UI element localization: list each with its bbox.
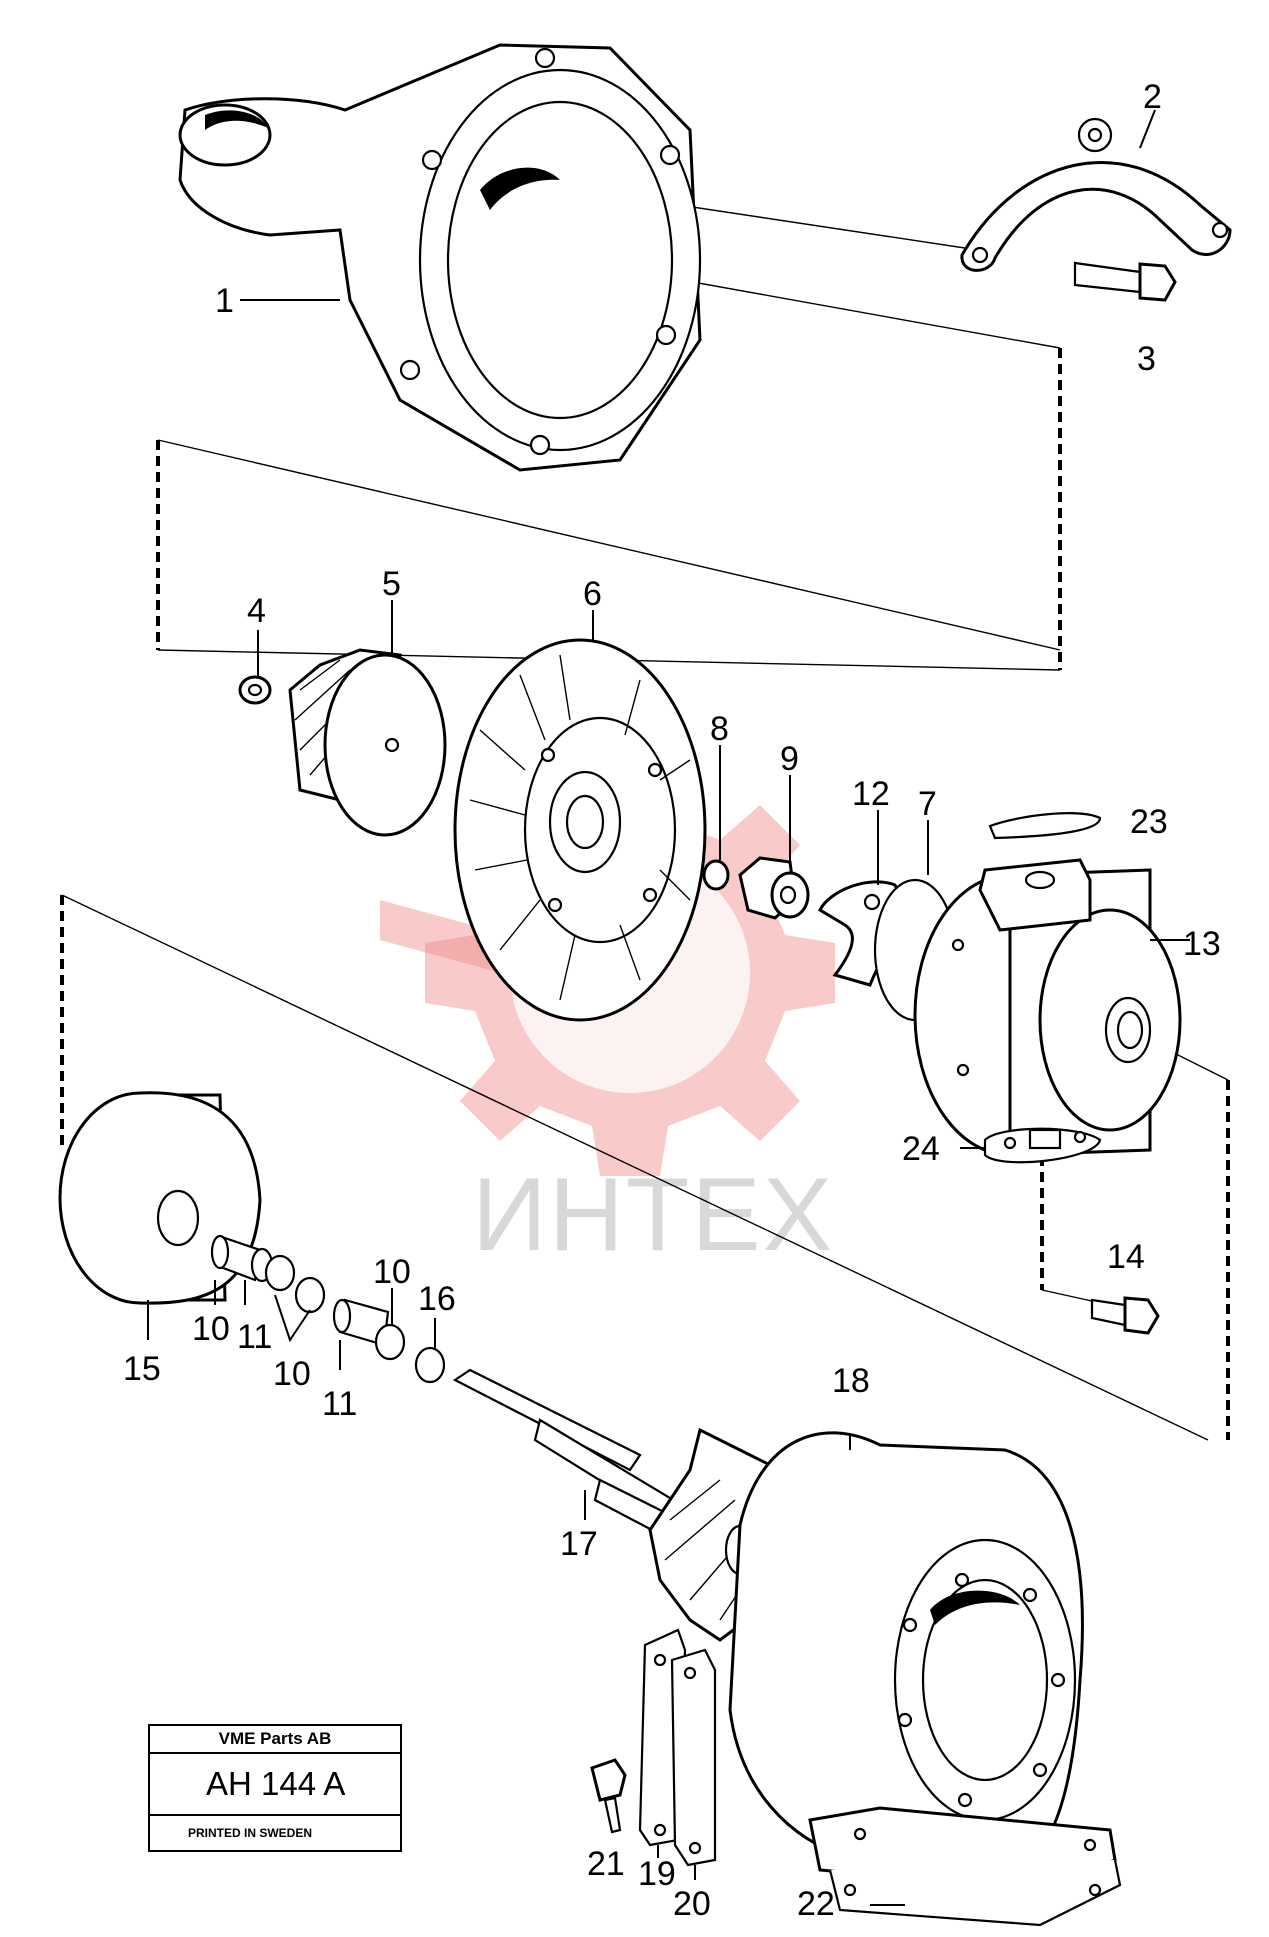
callout-10a: 10 bbox=[192, 1310, 230, 1348]
callout-2: 2 bbox=[1143, 78, 1162, 116]
bolt-14 bbox=[1090, 1296, 1160, 1335]
callout-9: 9 bbox=[780, 740, 799, 778]
gasket-23 bbox=[988, 812, 1102, 840]
compressor-housing bbox=[178, 43, 702, 472]
callout-14: 14 bbox=[1107, 1238, 1145, 1276]
turbine-housing bbox=[728, 1431, 1122, 1927]
callout-6: 6 bbox=[583, 575, 602, 613]
drawing-number: AH 144 A bbox=[150, 1754, 400, 1816]
callout-1: 1 bbox=[215, 282, 234, 320]
callout-21: 21 bbox=[587, 1845, 625, 1883]
heat-shield bbox=[58, 1091, 262, 1305]
callout-24: 24 bbox=[902, 1130, 940, 1168]
callout-10c: 10 bbox=[373, 1253, 411, 1291]
title-block: VME Parts AB AH 144 A PRINTED IN SWEDEN bbox=[148, 1724, 402, 1852]
locking-plates bbox=[638, 1628, 717, 1867]
callout-10b: 10 bbox=[273, 1355, 311, 1393]
screw-21 bbox=[590, 1758, 627, 1834]
callout-11b: 11 bbox=[322, 1385, 357, 1423]
back-plate bbox=[453, 638, 707, 1022]
leader-10b bbox=[274, 1294, 311, 1343]
callout-22: 22 bbox=[797, 1885, 835, 1923]
printed-note: PRINTED IN SWEDEN bbox=[188, 1826, 313, 1840]
retaining-plate bbox=[960, 117, 1232, 272]
callout-11a: 11 bbox=[237, 1318, 272, 1356]
callout-15: 15 bbox=[123, 1350, 161, 1388]
callout-18: 18 bbox=[832, 1362, 870, 1400]
watermark-text: ИНТЕХ bbox=[472, 1157, 834, 1273]
callout-16: 16 bbox=[418, 1280, 456, 1318]
gasket-24 bbox=[983, 1127, 1102, 1164]
nut-4 bbox=[238, 675, 272, 705]
small-ring-8 bbox=[702, 859, 730, 891]
callout-8: 8 bbox=[710, 710, 729, 748]
callout-23: 23 bbox=[1130, 803, 1168, 841]
compressor-wheel bbox=[288, 648, 447, 837]
callout-20: 20 bbox=[673, 1885, 711, 1923]
callout-4: 4 bbox=[247, 592, 266, 630]
leader-2 bbox=[1139, 109, 1156, 149]
bearings-and-rings bbox=[210, 1234, 446, 1384]
callout-19: 19 bbox=[638, 1855, 676, 1893]
company-name: VME Parts AB bbox=[150, 1726, 400, 1754]
callout-13: 13 bbox=[1183, 925, 1221, 963]
bearing-housing bbox=[913, 858, 1182, 1157]
callout-3: 3 bbox=[1137, 340, 1156, 378]
callout-7: 7 bbox=[918, 785, 937, 823]
bolt-3 bbox=[1073, 261, 1177, 302]
callout-17: 17 bbox=[560, 1525, 598, 1563]
thrust-collar bbox=[738, 856, 810, 920]
callout-5: 5 bbox=[382, 565, 401, 603]
callout-12: 12 bbox=[852, 775, 890, 813]
